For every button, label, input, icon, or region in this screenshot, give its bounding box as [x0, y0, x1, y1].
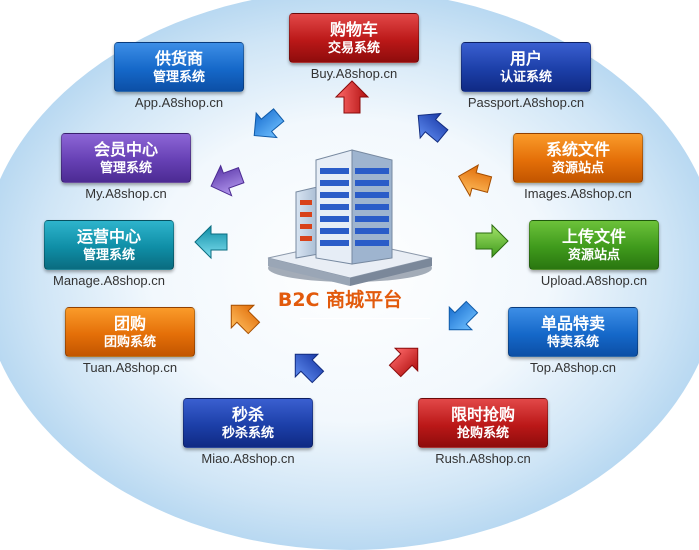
node-images-title: 系统文件 [545, 139, 610, 159]
node-top[interactable]: 单品特卖 特卖系统 Top.A8shop.cn [508, 307, 638, 375]
arrow-upload-icon [475, 223, 509, 259]
node-miao-box[interactable]: 秒杀 秒杀系统 [183, 398, 313, 448]
arrows-layer [194, 80, 509, 384]
node-miao[interactable]: 秒杀 秒杀系统 Miao.A8shop.cn [183, 398, 313, 466]
center-title: B2C 商城平台 [277, 289, 403, 311]
node-buy[interactable]: 购物车 交易系统 Buy.A8shop.cn [289, 13, 419, 81]
node-passport[interactable]: 用户 认证系统 Passport.A8shop.cn [461, 42, 591, 110]
arrow-rush-icon [388, 347, 419, 378]
node-top-url[interactable]: Top.A8shop.cn [529, 360, 616, 375]
center-underline [300, 318, 430, 319]
node-tuan-box[interactable]: 团购 团购系统 [65, 307, 195, 357]
node-top-title: 单品特卖 [540, 313, 605, 333]
node-tuan[interactable]: 团购 团购系统 Tuan.A8shop.cn [65, 307, 195, 375]
node-manage-url[interactable]: Manage.A8shop.cn [52, 273, 166, 288]
node-rush[interactable]: 限时抢购 抢购系统 Rush.A8shop.cn [418, 398, 548, 466]
node-rush-subtitle: 抢购系统 [456, 425, 509, 441]
node-buy-url[interactable]: Buy.A8shop.cn [310, 66, 398, 81]
node-upload[interactable]: 上传文件 资源站点 Upload.A8shop.cn [529, 220, 659, 288]
arrow-manage-icon [194, 224, 228, 260]
node-buy-title: 购物车 [329, 19, 378, 39]
node-images-subtitle: 资源站点 [551, 160, 604, 176]
node-buy-subtitle: 交易系统 [327, 40, 380, 56]
arrow-buy-icon [334, 80, 370, 114]
node-my-title: 会员中心 [93, 139, 158, 159]
node-my-box[interactable]: 会员中心 管理系统 [61, 133, 191, 183]
node-manage[interactable]: 运营中心 管理系统 Manage.A8shop.cn [44, 220, 174, 288]
node-miao-url[interactable]: Miao.A8shop.cn [201, 451, 295, 466]
node-passport-subtitle: 认证系统 [499, 69, 552, 85]
node-miao-subtitle: 秒杀系统 [221, 425, 274, 441]
node-my-subtitle: 管理系统 [99, 160, 152, 176]
building-icon [267, 149, 433, 286]
node-buy-box[interactable]: 购物车 交易系统 [289, 13, 419, 63]
node-rush-url[interactable]: Rush.A8shop.cn [435, 451, 531, 466]
node-images-box[interactable]: 系统文件 资源站点 [513, 133, 643, 183]
node-my[interactable]: 会员中心 管理系统 My.A8shop.cn [61, 133, 191, 201]
node-manage-subtitle: 管理系统 [82, 247, 135, 263]
node-upload-subtitle: 资源站点 [567, 247, 620, 263]
node-upload-box[interactable]: 上传文件 资源站点 [529, 220, 659, 270]
arrow-images-icon [457, 163, 493, 198]
node-top-box[interactable]: 单品特卖 特卖系统 [508, 307, 638, 357]
node-images-url[interactable]: Images.A8shop.cn [524, 186, 632, 201]
node-app[interactable]: 供货商 管理系统 App.A8shop.cn [114, 42, 244, 110]
arrow-app-icon [253, 108, 285, 139]
node-images[interactable]: 系统文件 资源站点 Images.A8shop.cn [513, 133, 643, 201]
node-upload-title: 上传文件 [561, 226, 626, 246]
node-app-box[interactable]: 供货商 管理系统 [114, 42, 244, 92]
node-app-url[interactable]: App.A8shop.cn [134, 95, 224, 110]
node-passport-box[interactable]: 用户 认证系统 [461, 42, 591, 92]
node-tuan-title: 团购 [113, 313, 146, 333]
node-manage-title: 运营中心 [76, 226, 141, 246]
node-manage-box[interactable]: 运营中心 管理系统 [44, 220, 174, 270]
node-passport-title: 用户 [509, 48, 542, 68]
node-rush-title: 限时抢购 [450, 404, 515, 424]
arrow-miao-icon [294, 353, 325, 384]
node-top-subtitle: 特卖系统 [546, 334, 599, 350]
arrow-my-icon [210, 164, 245, 197]
arrow-passport-icon [417, 112, 449, 143]
node-my-url[interactable]: My.A8shop.cn [85, 186, 167, 201]
node-tuan-url[interactable]: Tuan.A8shop.cn [82, 360, 178, 375]
node-passport-url[interactable]: Passport.A8shop.cn [467, 95, 585, 110]
node-tuan-subtitle: 团购系统 [103, 334, 156, 350]
arrow-tuan-icon [230, 304, 261, 335]
node-app-subtitle: 管理系统 [152, 69, 205, 85]
arrow-top-icon [448, 300, 479, 331]
node-rush-box[interactable]: 限时抢购 抢购系统 [418, 398, 548, 448]
node-miao-title: 秒杀 [231, 404, 264, 424]
node-app-title: 供货商 [154, 48, 203, 68]
node-upload-url[interactable]: Upload.A8shop.cn [540, 273, 648, 288]
